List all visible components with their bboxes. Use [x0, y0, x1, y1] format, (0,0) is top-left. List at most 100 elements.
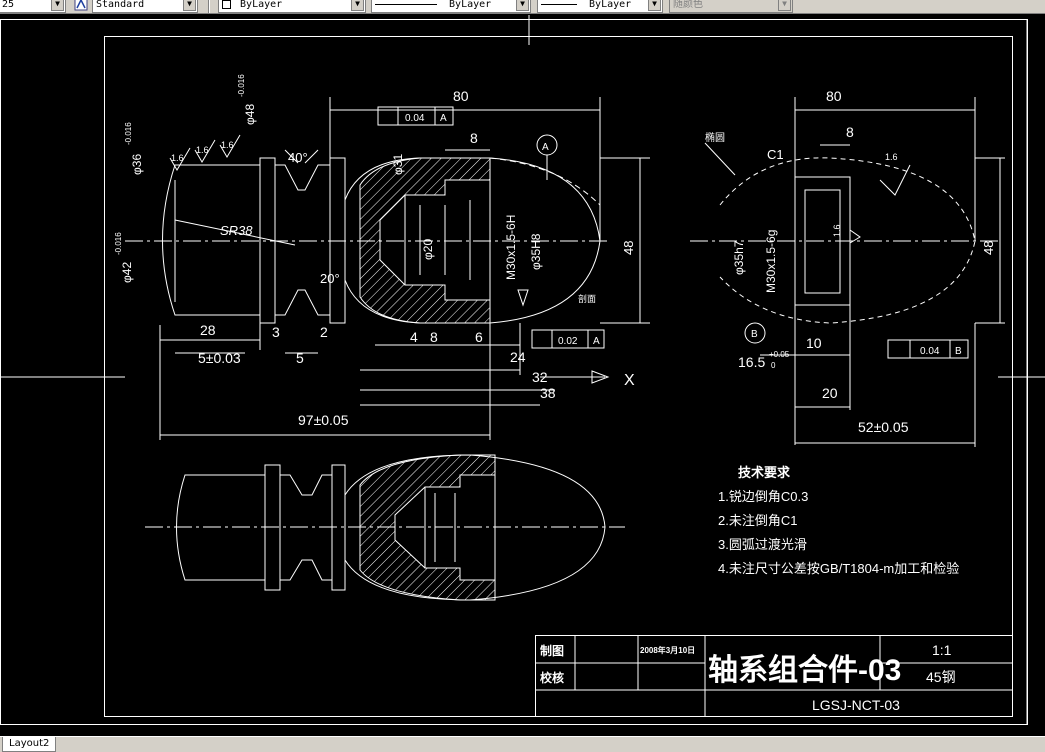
bottom-ellipse-outline	[344, 454, 606, 601]
dim-2-label: 2	[320, 324, 328, 340]
notes-item-1: 1.锐边倒角C0.3	[718, 489, 808, 504]
roughness-1-label: 1.6	[171, 153, 184, 163]
title-block-frame	[535, 635, 1013, 717]
side-dim-16-5-tol: +0.05	[769, 350, 790, 359]
side-dim-80-label: 80	[826, 88, 842, 104]
dim-97-label: 97±0.05	[298, 412, 349, 428]
dia-36-tol: -0.016	[124, 122, 133, 145]
chevron-down-icon[interactable]: ▼	[51, 0, 64, 11]
chevron-down-icon[interactable]: ▼	[183, 0, 196, 11]
bottom-view	[145, 454, 625, 601]
dim-3-label: 3	[272, 324, 280, 340]
scale-label: 1:1	[932, 642, 952, 658]
side-tol-frame	[887, 339, 969, 359]
notes-item-4: 4.未注尺寸公差按GB/T1804-m加工和检验	[718, 561, 959, 576]
dia-48-tol: -0.016	[237, 74, 246, 97]
dim-6-label: 6	[475, 329, 483, 345]
dia-31-label: φ31	[391, 154, 405, 175]
side-ellipse-outline	[719, 157, 976, 324]
sphere-label: SR38	[220, 223, 253, 238]
chamfer-label: C1	[767, 147, 784, 162]
side-bore-label: φ35h7	[732, 240, 746, 275]
text-style-icon[interactable]	[74, 0, 88, 11]
thread-label: M30x1.5-6H	[504, 215, 518, 280]
dia-20-label: φ20	[421, 239, 435, 260]
side-dim-16-5-tol-low: 0	[771, 361, 776, 370]
drawing-svg: 80 8 40° 20° SR38 1.6 1.6 1.6 φ36 -0.016…	[0, 15, 1045, 725]
dim-4-label: 4	[410, 329, 418, 345]
side-dim-8-label: 8	[846, 124, 854, 140]
angle-20-label: 20°	[320, 271, 340, 286]
side-view-labels: 80 8 椭圆 C1 1.6 1.6 φ35h7 M30x1.5-6g 48 B…	[705, 88, 996, 435]
color-swatch-icon	[222, 0, 231, 9]
dim-28-label: 28	[200, 322, 216, 338]
side-roughness-label: 1.6	[885, 152, 898, 162]
layout-tab-bar: Layout2	[0, 736, 1045, 752]
dim-24-label: 24	[510, 349, 526, 365]
title-block	[535, 635, 1013, 717]
side-dim-20-label: 20	[822, 385, 838, 401]
title-block-text: 制图 校核 2008年3月10日 轴系组合件-03 1:1 45钢 LGSJ-N…	[540, 642, 956, 713]
section-hatch	[359, 157, 491, 324]
tol-bottom-datum: A	[593, 336, 600, 347]
tol-frame-top	[377, 106, 454, 126]
dia-36-label: φ36	[130, 154, 144, 175]
notes-item-3: 3.圆弧过渡光滑	[718, 537, 807, 552]
bore-label: φ35H8	[529, 233, 543, 270]
toolbar-separator	[208, 0, 210, 13]
lineweight-value: ByLayer	[589, 0, 632, 10]
lineweight-combo[interactable]: ByLayer ▼	[537, 0, 663, 13]
layer-value: 25	[2, 0, 15, 10]
datum-a-label: A	[542, 142, 549, 153]
side-dim-16-5-label: 16.5	[738, 354, 765, 370]
dim-5-003-label: 5±0.03	[198, 350, 241, 366]
tol-top-datum: A	[440, 113, 447, 124]
shaft-end-outline	[162, 164, 261, 316]
dia-42-tol: -0.016	[114, 232, 123, 255]
drawing-title: 轴系组合件-03	[708, 653, 901, 687]
plot-style-combo[interactable]: 随颜色 ▼	[669, 0, 793, 13]
angle-40-label: 40°	[288, 150, 308, 165]
roughness-3-label: 1.6	[221, 140, 234, 150]
section-label: 剖面	[578, 293, 596, 304]
sphere-radius-leader	[174, 219, 296, 246]
properties-toolbar: 25 ▼ Standard ▼ ByLayer ▼ ByLayer ▼ ByLa…	[0, 0, 1045, 14]
layer-combo[interactable]: 25 ▼	[0, 0, 66, 13]
side-tol-value: 0.04	[920, 346, 940, 357]
chevron-down-icon[interactable]: ▼	[516, 0, 529, 11]
side-thread-label: M30x1.5-6g	[764, 230, 778, 293]
technical-notes: 技术要求 1.锐边倒角C0.3 2.未注倒角C1 3.圆弧过渡光滑 4.未注尺寸…	[718, 465, 959, 576]
dia-42-label: φ42	[120, 262, 134, 283]
date-label: 2008年3月10日	[640, 645, 695, 655]
drawing-canvas[interactable]: 80 8 40° 20° SR38 1.6 1.6 1.6 φ36 -0.016…	[0, 15, 1045, 736]
tab-layout2[interactable]: Layout2	[2, 737, 57, 752]
dim-8-label: 8	[470, 130, 478, 146]
side-view	[690, 97, 1005, 447]
color-combo[interactable]: ByLayer ▼	[218, 0, 366, 13]
side-tol-datum: B	[955, 346, 962, 357]
lineweight-sample	[541, 3, 577, 5]
drawn-label: 制图	[540, 643, 564, 658]
side-height-48-label: 48	[981, 241, 996, 255]
ellipse-label: 椭圆	[705, 131, 725, 144]
front-view-labels: 80 8 40° 20° SR38 1.6 1.6 1.6 φ36 -0.016…	[114, 74, 636, 428]
plot-style-value: 随颜色	[673, 0, 703, 10]
text-style-combo[interactable]: Standard ▼	[92, 0, 198, 13]
linetype-combo[interactable]: ByLayer ▼	[371, 0, 531, 13]
tol-top-value: 0.04	[405, 113, 425, 124]
notes-item-2: 2.未注倒角C1	[718, 513, 797, 528]
chevron-down-icon[interactable]: ▼	[778, 0, 791, 11]
chevron-down-icon[interactable]: ▼	[351, 0, 364, 11]
checked-label: 校核	[540, 670, 564, 685]
dia-48-label: φ48	[243, 104, 257, 125]
linetype-value: ByLayer	[449, 0, 492, 10]
paper-border	[0, 19, 1028, 725]
text-style-value: Standard	[96, 0, 145, 10]
front-view	[125, 97, 650, 440]
x-axis-label: X	[624, 372, 635, 389]
bottom-shaft-outline	[176, 474, 266, 581]
chevron-down-icon[interactable]: ▼	[648, 0, 661, 11]
crosshair-cursor	[0, 15, 1045, 378]
height-48-label: 48	[621, 241, 636, 255]
material-label: 45钢	[926, 669, 956, 685]
